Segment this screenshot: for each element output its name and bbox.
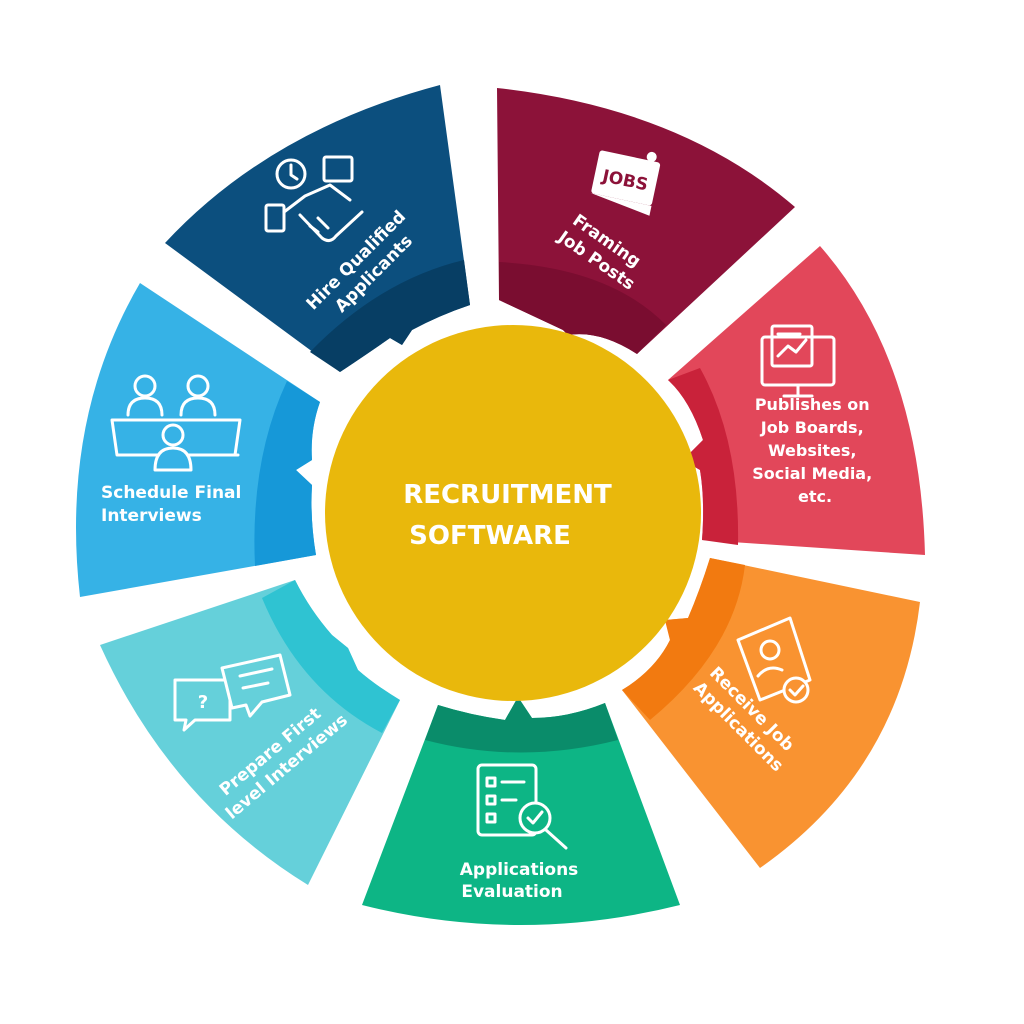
svg-text:RECRUITMENT SOFTWARE: RECRUITMENT SOFTWARE [403,480,621,551]
svg-text:Schedule Final Interview: Schedule Final Interviews [101,483,247,526]
segment-publishes-label-line5: etc. [798,487,832,506]
segment-receive-inner-band [622,558,745,720]
svg-text:?: ? [198,692,208,713]
handshake-icon [264,155,364,243]
segment-firstlevel-shape [100,580,400,885]
chat-bubbles-icon: ? [173,653,292,732]
segment-hire-shape [165,85,470,372]
segment-publishes-label-line1: Publishes on [755,395,870,414]
center-title-line2: SOFTWARE [409,521,571,551]
segment-evaluation-label-line2: Evaluation [461,882,562,902]
segment-schedule-inner-band [254,381,320,566]
segment-firstlevel-inner-band [262,580,400,733]
segment-applications-evaluation: Applications Evaluation [362,697,680,925]
segment-schedule-label-line1: Schedule Final [101,483,241,503]
svg-text:Applications Evaluation: Applications Evaluation [460,860,584,902]
segment-framing-inner-band [499,262,666,354]
center-circle [325,325,701,701]
monitor-icon [760,324,836,398]
segment-hire-qualified: Hire Qualified Applicants [165,85,470,372]
checklist-search-icon [476,763,568,850]
segment-evaluation-inner-band [425,697,618,753]
segment-hire-inner-band [310,260,470,372]
segment-schedule-final: Schedule Final Interviews [76,283,320,597]
segment-publishes: Publishes on Job Boards, Websites, Socia… [668,246,925,555]
segment-publishes-label-line2: Job Boards, [760,418,864,437]
segment-publishes-label-line3: Websites, [768,441,857,460]
interview-table-icon [110,374,242,472]
center-title-line1: RECRUITMENT [403,480,612,510]
segment-publishes-inner-band [668,368,739,545]
resume-check-icon [736,616,812,704]
center-hub: RECRUITMENT SOFTWARE [325,325,701,701]
segment-evaluation-label-line1: Applications [460,860,579,880]
segment-framing-job-posts: JOBS Framing Job Posts [497,88,795,354]
segment-publishes-label-line4: Social Media, [752,464,872,483]
segment-prepare-first-level: ? Prepare First level Interviews [100,580,400,885]
jobs-sign-icon: JOBS [590,150,661,216]
segment-receive-applications: Receive Job Applications [622,558,920,868]
svg-text:Publishes on Job Boards,: Publishes on Job Boards, Websites, Socia… [752,395,878,506]
segment-schedule-label-line2: Interviews [101,506,202,526]
